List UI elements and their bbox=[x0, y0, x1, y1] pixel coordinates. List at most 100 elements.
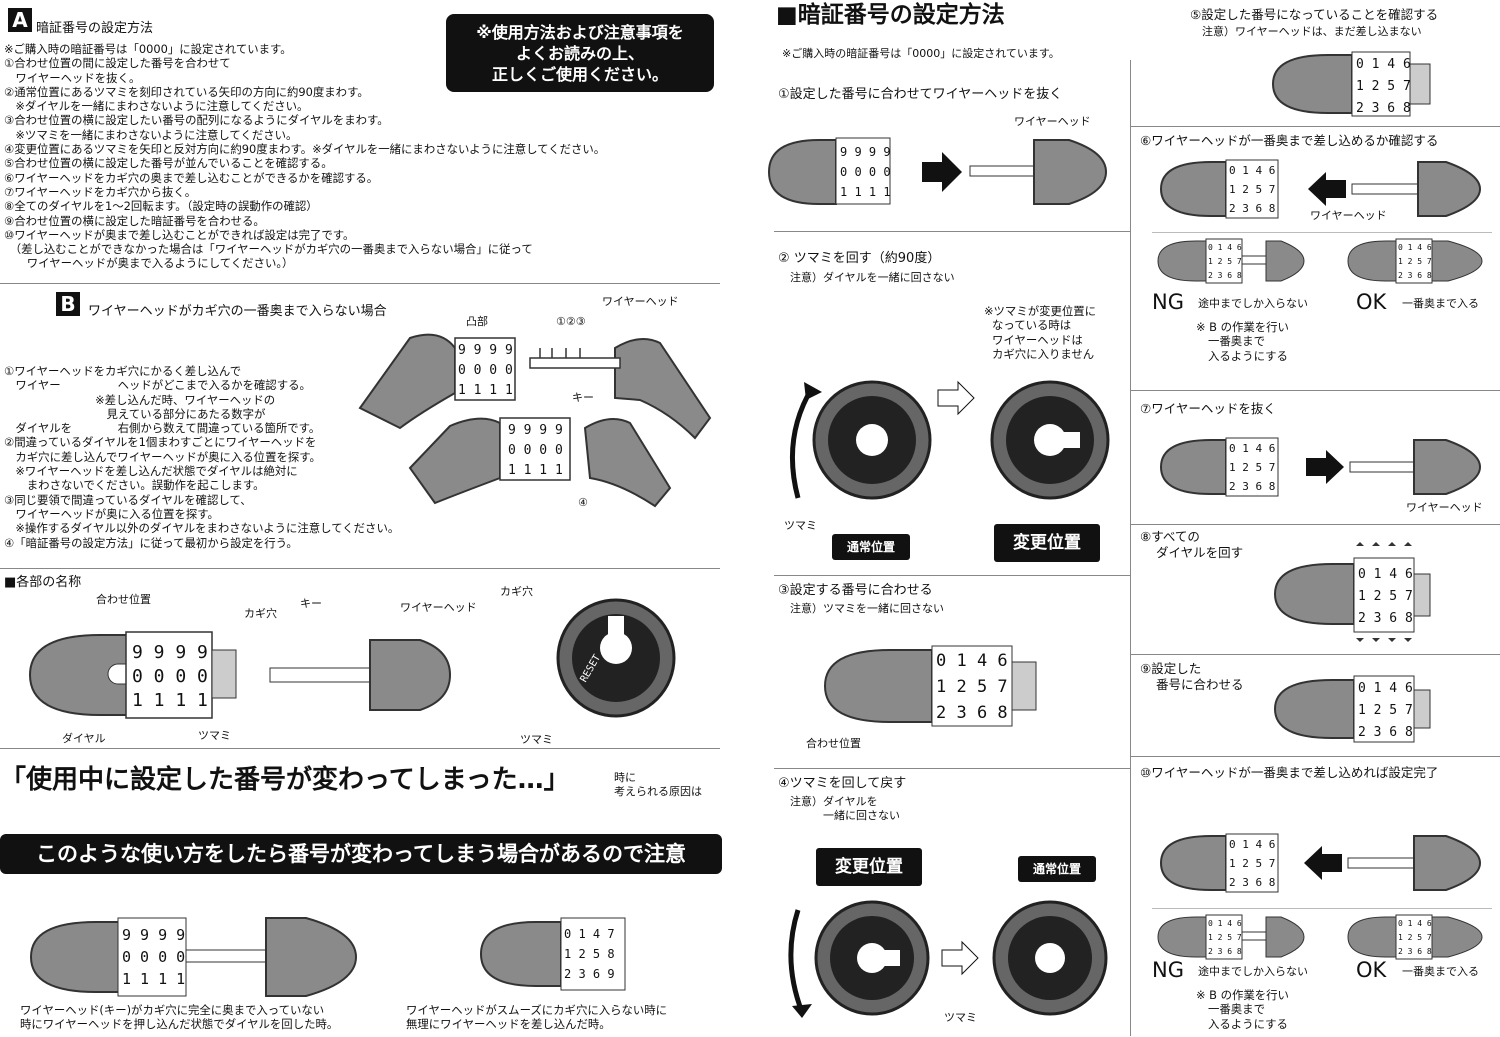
svg-text:1 2 5 7: 1 2 5 7 bbox=[1398, 933, 1432, 942]
mid-title: ■暗証番号の設定方法 bbox=[776, 2, 1005, 28]
label-align: 合わせ位置 bbox=[96, 594, 151, 607]
section-a-line-7: ※ツマミを一緒にまわさないように注意してください。 bbox=[4, 128, 605, 142]
svg-text:2 3 6 8: 2 3 6 8 bbox=[1229, 480, 1275, 493]
label-knob: ツマミ bbox=[198, 730, 231, 743]
warning-lock-left: 9 9 9 9 0 0 0 0 1 1 1 1 bbox=[26, 912, 366, 1002]
svg-text:1 2 5 7: 1 2 5 7 bbox=[1358, 589, 1413, 604]
label-keyhole: カギ穴 bbox=[244, 608, 277, 621]
ng-label: NG bbox=[1152, 290, 1184, 314]
mid-step-2-note: 注意）ダイヤルを一緒に回さない bbox=[790, 272, 955, 285]
label-keyhole-2: カギ穴 bbox=[500, 586, 533, 599]
svg-text:0 1 4 6: 0 1 4 6 bbox=[1208, 919, 1242, 928]
mid-step-3-align: 合わせ位置 bbox=[806, 738, 861, 751]
section-a-mark: A bbox=[8, 8, 32, 32]
section-a-line-10: ⑥ワイヤーヘッドをカギ穴の奥まで差し込むことができるかを確認する。 bbox=[4, 171, 605, 185]
mid-step-4-note-2: 一緒に回さない bbox=[790, 810, 900, 823]
section-a-line-13: ⑨合わせ位置の横に設定した暗証番号を合わせる。 bbox=[4, 214, 605, 228]
ok-label-2: OK bbox=[1356, 958, 1386, 982]
section-a-line-12: ⑧全てのダイヤルを1～2回転ます。（設定時の誤動作の確認） bbox=[4, 199, 605, 213]
right-step-8-1: ⑧すべての bbox=[1140, 530, 1200, 544]
section-a-line-5: ※ダイヤルを一緒にまわさないように注意してください。 bbox=[4, 99, 605, 113]
b-note: ※ B の作業を行い 一番奥まで 入るようにする bbox=[1196, 320, 1289, 363]
svg-text:0 1 4 6: 0 1 4 6 bbox=[1358, 681, 1413, 696]
right-step-8-2: ダイヤルを回す bbox=[1156, 546, 1243, 560]
warning-banner: このような使い方をしたら番号が変わってしまう場合があるので注意 bbox=[0, 834, 722, 874]
step5-illustration: 0 1 4 6 1 2 5 7 2 3 6 8 bbox=[1268, 50, 1438, 118]
step2-knobs bbox=[782, 378, 1112, 518]
warning-left-row-1: 9 9 9 9 bbox=[122, 926, 185, 944]
svg-text:1 2 5 7: 1 2 5 7 bbox=[1229, 857, 1275, 870]
mid-note: ※ご購入時の暗証番号は「0000」に設定されています。 bbox=[782, 48, 1060, 61]
mid-step-4: ④ツマミを回して戻す bbox=[778, 777, 906, 792]
warning-right-row-2: 1 2 5 8 bbox=[564, 947, 615, 961]
ok-label: OK bbox=[1356, 290, 1386, 314]
mid-step-1-label: ワイヤーヘッド bbox=[1014, 116, 1091, 129]
badge-change-position-2: 変更位置 bbox=[816, 848, 922, 886]
ok-text-2: 一番奥まで入る bbox=[1402, 966, 1479, 979]
step7-illustration: 0 1 4 6 1 2 5 7 2 3 6 8 bbox=[1156, 436, 1486, 498]
step3-row-1: 0 1 4 6 bbox=[936, 651, 1008, 671]
section-a-line-16: ワイヤーヘッドが奥まで入るようにしてください。） bbox=[4, 256, 605, 270]
svg-text:1 2 5 7: 1 2 5 7 bbox=[1208, 257, 1242, 266]
mid-step-3: ③設定する番号に合わせる bbox=[778, 584, 933, 599]
parts-dial-row-3: 1 1 1 1 bbox=[132, 690, 208, 711]
bent-lock-illustration: 9 9 9 9 0 0 0 0 1 1 1 1 9 9 9 9 0 0 0 0 … bbox=[340, 318, 720, 518]
warning-headline: 「使用中に設定した番号が変わってしまった…」 bbox=[0, 766, 570, 796]
warning-left-row-2: 0 0 0 0 bbox=[122, 948, 185, 966]
step6-row-2: 1 2 5 7 bbox=[1229, 183, 1275, 196]
ng-label-2: NG bbox=[1152, 958, 1184, 982]
bent-dial-text-4: 9 9 9 9 bbox=[508, 423, 563, 438]
right-step-10: ⑩ワイヤーヘッドが一番奥まで差し込めれば設定完了 bbox=[1140, 766, 1438, 780]
mid-step-3-note: 注意）ツマミを一緒に回さない bbox=[790, 603, 944, 616]
step4-knobs bbox=[782, 900, 1112, 1020]
svg-text:0 1 4 6: 0 1 4 6 bbox=[1398, 919, 1432, 928]
svg-text:0 1 4 6: 0 1 4 6 bbox=[1229, 442, 1275, 455]
svg-text:2 3 6 8: 2 3 6 8 bbox=[1358, 611, 1413, 626]
bent-dial-text-6: 1 1 1 1 bbox=[508, 463, 563, 478]
section-b-mark: B bbox=[56, 292, 80, 316]
section-b-line-13: ④「暗証番号の設定方法」に従って最初から設定を行う。 bbox=[4, 536, 399, 550]
section-a-line-11: ⑦ワイヤーヘッドをカギ穴から抜く。 bbox=[4, 185, 605, 199]
step5-row-2: 1 2 5 7 bbox=[1356, 79, 1411, 94]
warning-left-row-3: 1 1 1 1 bbox=[122, 970, 185, 988]
badge-normal-position: 通常位置 bbox=[832, 534, 910, 560]
ng-ok-illustration-1: 0 1 4 61 2 5 72 3 6 8 0 1 4 61 2 5 72 3 … bbox=[1156, 238, 1486, 284]
step1-row-2: 0 0 0 0 bbox=[840, 165, 891, 179]
bent-dial-text-5: 0 0 0 0 bbox=[508, 443, 563, 458]
label-knob-2: ツマミ bbox=[520, 734, 553, 747]
section-b-line-12: ※操作するダイヤル以外のダイヤルをまわさないように注意してください。 bbox=[4, 521, 399, 535]
mid-step-2-side: ※ツマミが変更位置に なっている時は ワイヤーヘッドは カギ穴に入りません bbox=[984, 304, 1096, 361]
badge-normal-position-2: 通常位置 bbox=[1018, 856, 1096, 882]
mid-step-2-knob: ツマミ bbox=[784, 520, 817, 533]
warning-right-row-3: 2 3 6 9 bbox=[564, 967, 615, 981]
svg-text:0 1 4 6: 0 1 4 6 bbox=[1208, 243, 1242, 252]
label-key: キー bbox=[300, 598, 322, 611]
step5-row-1: 0 1 4 6 bbox=[1356, 57, 1411, 72]
step5-row-3: 2 3 6 8 bbox=[1356, 101, 1411, 116]
bent-dial-text-1: 9 9 9 9 bbox=[458, 343, 513, 358]
step1-row-1: 9 9 9 9 bbox=[840, 145, 891, 159]
svg-text:1 2 5 7: 1 2 5 7 bbox=[1229, 461, 1275, 474]
ng-text: 途中までしか入らない bbox=[1198, 298, 1308, 311]
step1-row-3: 1 1 1 1 bbox=[840, 185, 891, 199]
warning-caption-right-1: ワイヤーヘッドがスムーズにカギ穴に入らない時に bbox=[406, 1004, 667, 1017]
step6-row-1: 0 1 4 6 bbox=[1229, 164, 1275, 177]
parts-dial-row-2: 0 0 0 0 bbox=[132, 666, 208, 687]
usage-notice: ※使用方法および注意事項を よくお読みの上、 正しくご使用ください。 bbox=[446, 14, 714, 92]
bent-dial-text-3: 1 1 1 1 bbox=[458, 383, 513, 398]
step8-illustration: 0 1 4 6 1 2 5 7 2 3 6 8 bbox=[1272, 542, 1432, 646]
svg-text:2 3 6 8: 2 3 6 8 bbox=[1398, 947, 1432, 956]
warning-caption-right-2: 無理にワイヤーヘッドを差し込んだ時。 bbox=[406, 1018, 611, 1031]
svg-text:0 1 4 6: 0 1 4 6 bbox=[1358, 567, 1413, 582]
step1-illustration: 9 9 9 9 0 0 0 0 1 1 1 1 bbox=[764, 132, 1114, 212]
warning-lock-right: 0 1 4 7 1 2 5 8 2 3 6 9 bbox=[476, 914, 636, 994]
svg-text:2 3 6 8: 2 3 6 8 bbox=[1208, 271, 1242, 280]
ng-text-2: 途中までしか入らない bbox=[1198, 966, 1308, 979]
right-step-6: ⑥ワイヤーヘッドが一番奥まで差し込めるか確認する bbox=[1140, 134, 1438, 148]
right-step-5-note: 注意）ワイヤーヘッドは、まだ差し込まない bbox=[1202, 26, 1422, 39]
right-step-5: ⑤設定した番号になっていることを確認する bbox=[1190, 8, 1438, 22]
ok-text: 一番奥まで入る bbox=[1402, 298, 1479, 311]
svg-text:1 2 5 7: 1 2 5 7 bbox=[1358, 703, 1413, 718]
reset-knob-illustration: RESET bbox=[556, 596, 676, 726]
label-wire-head-b: ワイヤーヘッド bbox=[602, 296, 679, 309]
